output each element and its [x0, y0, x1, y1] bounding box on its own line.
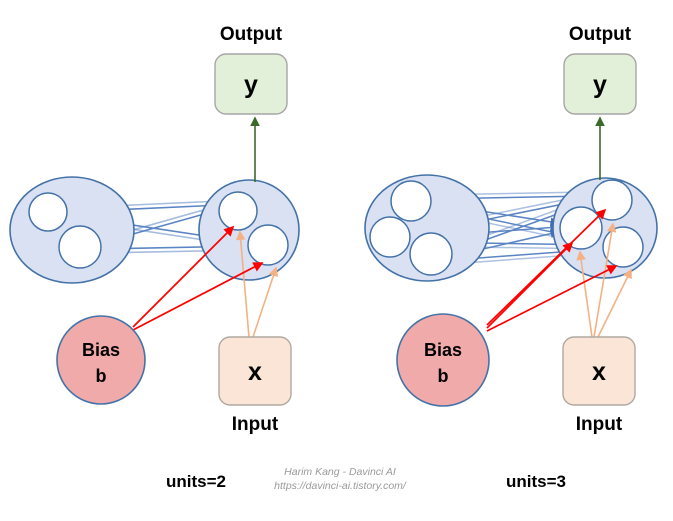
input-box-left: x Input [218, 336, 292, 435]
input-arrows-left [235, 230, 279, 338]
bias-arrows-right [486, 208, 618, 332]
bias-arrow [486, 241, 574, 329]
neuron [369, 216, 411, 258]
prev-layer-cluster-left [9, 176, 135, 284]
bias-arrow [132, 262, 264, 331]
bias-value: b [96, 366, 107, 386]
output-label: Output [569, 24, 632, 45]
output-value: y [244, 71, 258, 99]
neuron [28, 192, 68, 232]
neuron [559, 206, 603, 250]
output-box-left: y Output [214, 24, 288, 115]
caption-units-left: units=2 [166, 472, 226, 491]
neuron [591, 179, 633, 221]
panel-units-2: Bias b x Input y Output units=2 [9, 24, 300, 491]
bias-arrow [132, 225, 235, 328]
neuron [602, 226, 644, 268]
bias-arrow [486, 265, 618, 332]
output-rect [214, 53, 288, 115]
neuron [218, 191, 258, 231]
neuron [247, 224, 289, 266]
watermark: Harim Kang - Davinci AI https://davinci-… [274, 466, 407, 492]
bias-node-right: Bias b [396, 313, 490, 407]
bias-arrow [486, 208, 607, 326]
input-arrow [235, 230, 250, 338]
output-box-right: y Output [563, 24, 637, 115]
bias-value: b [438, 366, 449, 386]
output-rect [563, 53, 637, 115]
input-label: Input [232, 414, 279, 435]
output-label: Output [220, 24, 283, 45]
neuron [58, 225, 102, 269]
input-value: x [592, 358, 606, 386]
bias-node-left: Bias b [56, 315, 146, 405]
bias-circle [56, 315, 146, 405]
output-value: y [593, 71, 607, 99]
input-rect [218, 336, 292, 406]
input-label: Input [576, 414, 623, 435]
neuron [409, 232, 453, 276]
input-arrows-right [576, 222, 632, 338]
prev-layer-cluster-right [364, 174, 490, 282]
input-arrow [593, 222, 617, 338]
bias-title: Bias [82, 340, 120, 360]
watermark-author: Harim Kang - Davinci AI [284, 466, 396, 478]
bias-arrows-left [132, 225, 264, 331]
input-arrow [576, 250, 593, 338]
hidden-layer-cluster-left [198, 179, 300, 281]
input-arrow [597, 268, 632, 338]
input-arrow [252, 266, 279, 338]
bias-circle [396, 313, 490, 407]
panel-units-3: Bias b x Input y Output units=3 [364, 24, 658, 491]
input-box-right: x Input [562, 336, 636, 435]
watermark-url: https://davinci-ai.tistory.com/ [274, 480, 407, 492]
bias-title: Bias [424, 340, 462, 360]
hidden-layer-cluster-right [552, 177, 658, 279]
neuron [390, 180, 432, 222]
input-value: x [248, 358, 262, 386]
input-rect [562, 336, 636, 406]
caption-units-right: units=3 [506, 472, 566, 491]
